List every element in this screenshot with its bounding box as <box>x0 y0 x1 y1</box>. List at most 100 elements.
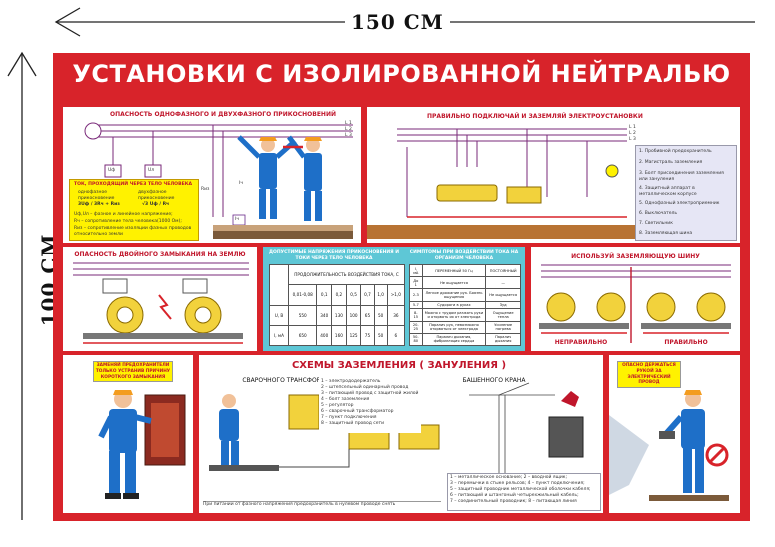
panel5-diagram <box>539 264 731 343</box>
legend-item-4: 4. Защитный аппарат в металлическом корп… <box>639 186 697 198</box>
panel1-line-l2: L 2 <box>345 127 352 132</box>
duration-cell: >1,0 <box>386 284 406 306</box>
i-cell: 50 <box>373 324 388 347</box>
width-dimension-label: 150 СМ <box>345 10 450 34</box>
poster-title: УСТАНОВКИ С ИЗОЛИРОВАННОЙ НЕЙТРАЛЬЮ <box>72 60 731 88</box>
panel2-caption: ПРАВИЛЬНО ПОДКЛЮЧАЙ И ЗАЗЕМЛЯЙ ЭЛЕКТРОУС… <box>427 113 643 120</box>
panel2-diagram <box>367 128 637 239</box>
table-left-title: ДОПУСТИМЫЕ НАПРЯЖЕНИЯ ПРИКОСНОВЕНИЯ И ТО… <box>269 250 399 262</box>
formula-b: √3 Uф / Rч <box>142 202 170 207</box>
u-cell: 340 <box>316 304 333 326</box>
legend-item-5: 5. Однофазный электроприемник <box>639 201 720 206</box>
symptom-cell: Не ощущается <box>421 276 487 290</box>
welding-title: СВАРОЧНОГО ТРАНСФОРМАТОРА <box>242 377 346 384</box>
panel-wire-danger: ОПАСНО ДЕРЖАТЬСЯ РУКОЙ ЗА ЭЛЕКТРИЧЕСКИЙ … <box>609 355 740 513</box>
meter-uf: Uф <box>108 168 116 173</box>
symptom-cell: Не ощущается <box>485 288 521 302</box>
legend-item-7: 7. Светильник <box>639 221 673 226</box>
worker-figures <box>237 135 322 221</box>
welding-legend-8: 8 – защитный провод сети <box>321 421 385 426</box>
symptom-cell: До 1 <box>409 276 423 290</box>
i-cell: 160 <box>331 324 347 347</box>
panel3-caption: ОПАСНОСТЬ ДВОЙНОГО ЗАМЫКАНИЯ НА ЗЕМЛЮ <box>74 251 246 258</box>
wire-note: ОПАСНО ДЕРЖАТЬСЯ РУКОЙ ЗА ЭЛЕКТРИЧЕСКИЙ … <box>617 361 681 389</box>
panel2-legend: 1. Пробивной предохранитель 2. Магистрал… <box>635 145 737 241</box>
welding-legend-4: 4 – болт заземления <box>321 397 370 402</box>
panel-grounding-connection: ПРАВИЛЬНО ПОДКЛЮЧАЙ И ЗАЗЕМЛЯЙ ЭЛЕКТРОУС… <box>367 107 740 243</box>
legend-item-1: 1. Пробивной предохранитель <box>639 149 712 154</box>
meter-ul: Uл <box>148 168 155 173</box>
i-cell: 400 <box>316 324 333 347</box>
panel2-line-l2: L 2 <box>629 131 636 136</box>
formula-legend-3: Rиз – сопротивление изоляции фазных пров… <box>74 226 192 238</box>
crane-title: БАШЕННОГО КРАНА <box>462 377 526 384</box>
formula-col-b: двухфазное прикосновение <box>138 190 175 202</box>
welding-legend: 1 – электрододержатель 2 – штепсельный о… <box>319 377 421 433</box>
legend-item-8: 8. Заземляющая шина <box>639 231 693 236</box>
u-cell: 100 <box>345 304 362 326</box>
symptom-cell: Паралич дыхания, фибрилляция сердца <box>421 332 487 347</box>
duration-cell: 0,01-0,08 <box>287 284 318 306</box>
welding-legend-5: 5 – регулятор <box>321 403 354 408</box>
duration-cell: 0,7 <box>360 284 375 306</box>
duration-cell: 0,5 <box>345 284 362 306</box>
formula-a: 3Uф / 3Rч + Rиз <box>78 202 120 207</box>
u-cell: 130 <box>331 304 347 326</box>
symptom-cell: Судороги в руках <box>421 300 487 310</box>
legend-item-3: 3. Болт присоединения заземления или зан… <box>639 171 724 183</box>
crane-legend: 1 – металлическое основание; 2 – вводной… <box>447 473 601 511</box>
crane-legend-1: 1 – металлическое основание; 2 – вводной… <box>450 475 567 480</box>
symptom-cell: 50-80 <box>409 332 423 347</box>
panel6-diagram <box>98 390 186 499</box>
symptom-cell: Ощущение тепла <box>485 308 521 322</box>
duration-header: ПРОДОЛЖИТЕЛЬНОСТЬ ВОЗДЕЙСТВИЯ ТОКА, С <box>288 263 405 286</box>
label-ich-2: Iч <box>235 217 239 222</box>
symptom-cell: 2-3 <box>409 288 423 302</box>
welding-legend-6: 6 – сварочный трансформатор <box>321 409 394 414</box>
symptom-cell: 5-7 <box>409 300 423 310</box>
panel1-caption: ОПАСНОСТЬ ОДНОФАЗНОГО И ДВУХФАЗНОГО ПРИК… <box>110 111 336 118</box>
formula-legend-1: Uф,Uл – фазное и линейное напряжение; <box>74 212 173 217</box>
panel-touch-danger: ОПАСНОСТЬ ОДНОФАЗНОГО И ДВУХФАЗНОГО ПРИК… <box>63 107 361 243</box>
panel-grounding-bus: ИСПОЛЬЗУЙ ЗАЗЕМЛЯЮЩУЮ ШИНУ НЕПРАВИЛЬНО П… <box>531 247 740 351</box>
symptom-cell: Зуд <box>485 300 521 310</box>
welding-legend-7: 7 – пункт подключения <box>321 415 377 420</box>
schemes-title: СХЕМЫ ЗАЗЕМЛЕНИЯ ( ЗАНУЛЕНИЯ ) <box>291 360 507 371</box>
crane-legend-4: 6 – питающий и штангоный четырехжильный … <box>450 493 579 498</box>
fuse-note: ЗАМЕНЯЙ ПРЕДОХРАНИТЕЛИ ТОЛЬКО УСТРАНИВ П… <box>93 361 173 383</box>
poster: УСТАНОВКИ С ИЗОЛИРОВАННОЙ НЕЙТРАЛЬЮ ОПАС… <box>53 53 750 521</box>
duration-cell: 0,2 <box>331 284 347 306</box>
i-cell: 6 <box>386 324 406 347</box>
formula-col-a: однофазное прикосновение <box>78 190 115 202</box>
duration-cell: 0,1 <box>316 284 333 306</box>
symptom-cell: Можно с трудом разжать руки и оторвать и… <box>421 308 487 322</box>
u-cell: 550 <box>287 304 318 326</box>
i-cell: 125 <box>345 324 362 347</box>
symptom-header: ПОСТОЯННЫЙ <box>485 263 521 278</box>
label-riz: Rиз <box>201 187 210 192</box>
panel1-diagram <box>84 122 353 239</box>
crane-legend-2: 3 – перемычки в стыке рельсов; 4 – пункт… <box>450 481 585 486</box>
welding-legend-3: 3 – питающий провод с защитной жилой <box>321 391 419 396</box>
current-formula-box: ТОК, ПРОХОДЯЩИЙ ЧЕРЕЗ ТЕЛО ЧЕЛОВЕКА одно… <box>69 179 199 241</box>
panel-voltage-table: ДОПУСТИМЫЕ НАПРЯЖЕНИЯ ПРИКОСНОВЕНИЯ И ТО… <box>263 247 525 351</box>
i-cell: 75 <box>360 324 375 347</box>
u-cell: 50 <box>373 304 388 326</box>
symptom-header: ПЕРЕМЕННЫЙ 50 Гц <box>421 263 487 278</box>
i-cell: 650 <box>287 324 318 347</box>
symptom-cell: 8-15 <box>409 308 423 322</box>
schemes-footnote: При питании от фазного напряжения предох… <box>203 501 441 508</box>
panel2-line-l1: L 1 <box>629 125 636 130</box>
welding-legend-1: 1 – электрододержатель <box>321 379 381 384</box>
i-row-label: I, мА <box>269 324 289 347</box>
table-right-title: СИМПТОМЫ ПРИ ВОЗДЕЙСТВИИ ТОКА НА ОРГАНИЗ… <box>409 250 519 262</box>
panel3-diagram <box>73 262 249 344</box>
panel2-line-l3: L 3 <box>629 137 636 142</box>
legend-item-2: 2. Магистраль заземления <box>639 160 703 165</box>
crane-legend-5: 7 – соединительный проводник; 8 – питающ… <box>450 499 577 504</box>
duration-cell: 1,0 <box>373 284 388 306</box>
symptom-cell: Паралич дыхания <box>485 332 521 347</box>
u-cell: 65 <box>360 304 375 326</box>
symptom-cell: — <box>485 276 521 290</box>
